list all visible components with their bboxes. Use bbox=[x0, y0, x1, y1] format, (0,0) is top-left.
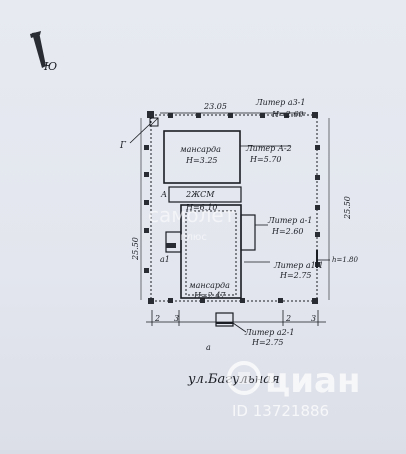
right-height-label: 25.50 bbox=[343, 196, 352, 220]
compass-arrow-icon bbox=[30, 31, 46, 68]
cian-logo-icon bbox=[227, 361, 261, 395]
a1-1-height: H=2.75 bbox=[279, 271, 312, 280]
left-annex-hatch bbox=[166, 243, 176, 248]
watermark-center2: плюс bbox=[180, 232, 207, 243]
a3-height: H=2.60 bbox=[271, 110, 304, 119]
annex-a1 bbox=[240, 214, 256, 251]
zhsm-height: H=6.10 bbox=[185, 203, 218, 212]
mansard-bottom-name: мансарда bbox=[189, 281, 230, 290]
a3-name: Литер а3-1 bbox=[255, 98, 305, 107]
letter-a-label: а bbox=[206, 343, 211, 352]
bottom-mark-3: 2 bbox=[285, 314, 291, 323]
left-annex bbox=[165, 231, 182, 253]
bottom-ticks bbox=[146, 310, 326, 326]
watermark-logo: циан bbox=[265, 361, 360, 401]
top-width-label: 23.05 bbox=[203, 102, 227, 111]
mansard-top-name: мансарда bbox=[180, 145, 221, 154]
section-a-label: А bbox=[160, 190, 167, 199]
porch-a2 bbox=[215, 312, 234, 327]
zhsm-name: 2ЖСМ bbox=[185, 190, 215, 199]
a1-right-name: Литер а-1 bbox=[267, 216, 312, 225]
gate-height: h=1.80 bbox=[332, 256, 359, 264]
a2-porch-height: H=2.75 bbox=[251, 338, 284, 347]
left-height-label: 25.50 bbox=[131, 237, 140, 261]
a1-side-label: а1 bbox=[160, 255, 170, 264]
a2-porch-name: Литер а2-1 bbox=[244, 328, 294, 337]
mansard-outline bbox=[185, 210, 237, 296]
a1-right-height: H=2.60 bbox=[271, 227, 304, 236]
corner-leader bbox=[129, 123, 151, 144]
zhsm-band bbox=[168, 186, 242, 203]
mansard-bottom-height: H=2.47 bbox=[193, 291, 226, 300]
bottom-mark-2: 3 bbox=[174, 314, 179, 323]
a1-1-name: Литер а1-1 bbox=[273, 261, 323, 270]
watermark-id: ID 13721886 bbox=[232, 402, 329, 420]
compass-label: Ю bbox=[43, 60, 57, 73]
bottom-mark-4: 3 bbox=[311, 314, 316, 323]
watermark-center: самолет bbox=[148, 203, 236, 227]
mansard-top-height: H=3.25 bbox=[185, 156, 218, 165]
a2-name: Литер А-2 bbox=[245, 144, 292, 153]
house-a2 bbox=[163, 130, 241, 184]
bottom-mark-1: 2 bbox=[154, 314, 160, 323]
corner-hatch bbox=[149, 117, 159, 127]
corner-label: Г bbox=[119, 141, 127, 151]
a2-leader bbox=[232, 322, 247, 333]
a2-height: H=5.70 bbox=[249, 155, 282, 164]
